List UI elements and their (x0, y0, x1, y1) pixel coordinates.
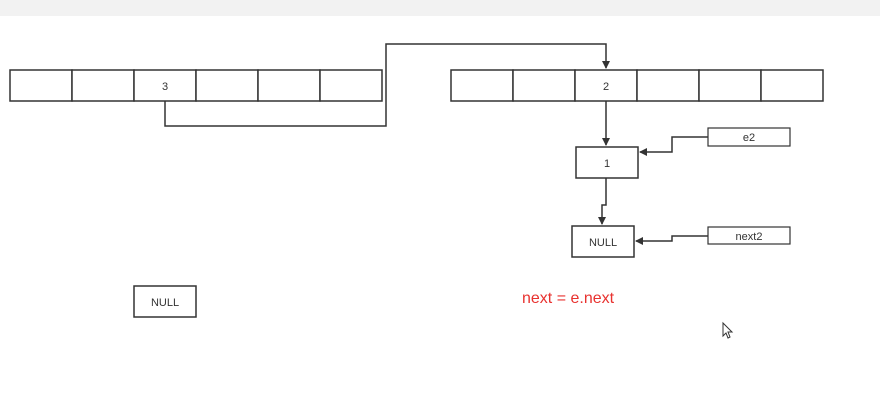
right-array-cell[interactable] (636, 69, 700, 102)
mouse-pointer-icon (722, 321, 734, 339)
e2-pointer-label: e2 (743, 132, 755, 144)
right-array-cell[interactable] (698, 69, 762, 102)
transfer-arrow[interactable] (164, 43, 610, 127)
top-toolbar-strip (0, 0, 880, 16)
e2-arrow[interactable] (639, 136, 708, 156)
null-node-left[interactable]: NULL (133, 285, 197, 318)
left-array-cell[interactable] (9, 69, 73, 102)
right-array-cell[interactable] (450, 69, 514, 102)
left-array-cell[interactable] (257, 69, 321, 102)
right-array-cell-label: 2 (603, 81, 609, 93)
left-array-cell-label: 3 (162, 81, 168, 93)
node-1[interactable]: 1 (575, 146, 639, 179)
right-array-cell[interactable] (760, 69, 824, 102)
e2-pointer[interactable]: e2 (707, 127, 791, 147)
left-array-cell[interactable] (71, 69, 135, 102)
left-array[interactable]: 3 (9, 69, 383, 102)
null-node-right-label: NULL (589, 237, 617, 249)
link-arrow-1-to-null[interactable] (598, 178, 607, 225)
next2-arrow[interactable] (635, 235, 708, 245)
null-node-left-label: NULL (151, 297, 179, 309)
next2-pointer[interactable]: next2 (707, 226, 791, 245)
left-array-cell[interactable] (195, 69, 259, 102)
left-array-cell[interactable] (319, 69, 383, 102)
caption-text: next = e.next (522, 290, 615, 307)
null-node-right[interactable]: NULL (571, 225, 635, 258)
right-array-cell[interactable] (512, 69, 576, 102)
right-array[interactable]: 2 (450, 69, 824, 102)
next2-pointer-label: next2 (736, 231, 763, 243)
node-1-label: 1 (604, 158, 610, 170)
